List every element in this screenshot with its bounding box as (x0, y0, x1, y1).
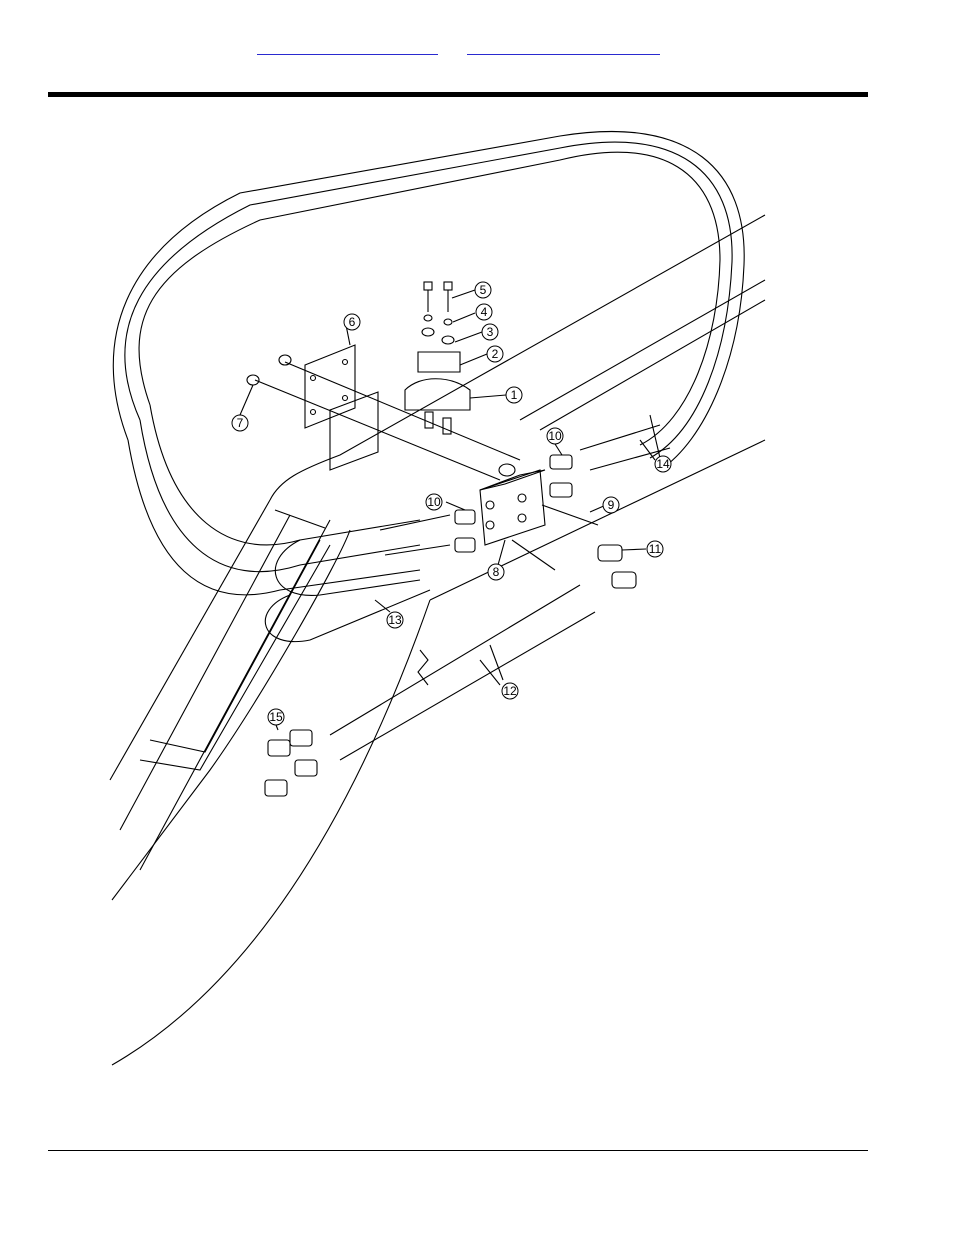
callout-label: 13 (388, 613, 402, 627)
leader-lines (240, 290, 660, 730)
callout-label: 10 (548, 429, 562, 443)
callout-c14: 14 (655, 456, 671, 472)
callout-label: 6 (349, 315, 356, 329)
bolts-clamp (405, 282, 470, 434)
callout-c3: 3 (482, 324, 498, 340)
callout-label: 8 (493, 565, 500, 579)
callout-c4: 4 (476, 304, 492, 320)
callout-c12: 12 (502, 683, 518, 699)
callout-label: 9 (608, 498, 615, 512)
hoses (265, 425, 670, 796)
frame-tube (110, 215, 765, 1065)
hose-loops (113, 132, 744, 642)
callout-c11: 11 (647, 541, 663, 557)
callout-c5: 5 (475, 282, 491, 298)
callout-c9: 9 (603, 497, 619, 513)
callout-label: 15 (269, 710, 283, 724)
callout-label: 7 (237, 416, 244, 430)
fittings (455, 455, 636, 588)
callout-c10b: 10 (547, 428, 563, 444)
callout-c2: 2 (487, 346, 503, 362)
callout-label: 3 (487, 325, 494, 339)
callout-c1: 1 (506, 387, 522, 403)
callout-label: 14 (656, 457, 670, 471)
callout-label: 5 (480, 283, 487, 297)
callout-label: 4 (481, 305, 488, 319)
callout-c10a: 10 (426, 494, 442, 510)
callout-c13: 13 (387, 612, 403, 628)
nuts (247, 355, 291, 385)
callout-c7: 7 (232, 415, 248, 431)
footer-rule (48, 1150, 868, 1151)
callout-label: 11 (649, 542, 662, 556)
callout-c6: 6 (344, 314, 360, 330)
callout-label: 2 (492, 347, 499, 361)
mount-plates (255, 345, 520, 480)
callout-c8: 8 (488, 564, 504, 580)
callout-c15: 15 (268, 709, 284, 725)
callout-label: 10 (427, 495, 441, 509)
callout-label: 12 (503, 684, 517, 698)
callout-label: 1 (511, 388, 518, 402)
